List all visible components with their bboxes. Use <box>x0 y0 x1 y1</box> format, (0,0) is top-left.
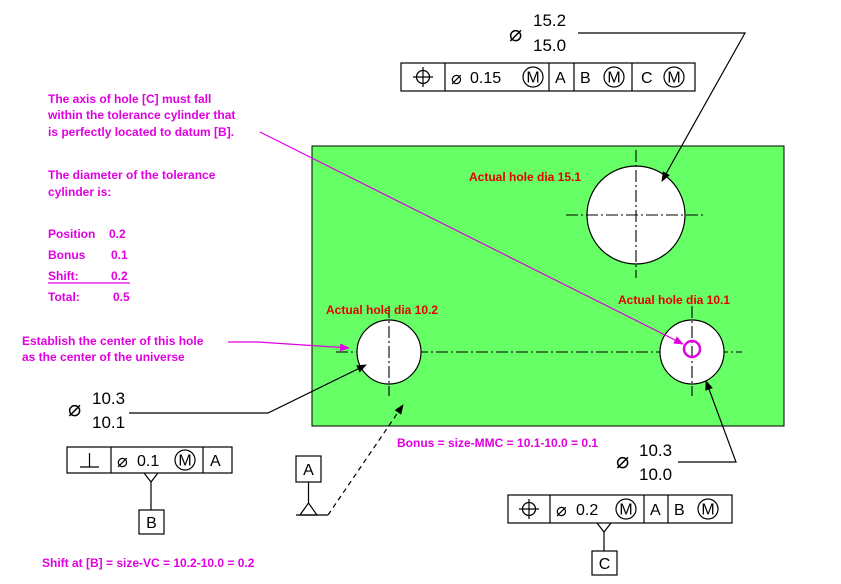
right-dim-lower: 10.0 <box>639 465 672 484</box>
datum-b-label: B <box>146 515 157 532</box>
datum-a-feature: A <box>295 404 404 516</box>
mmc-icon: M <box>603 66 625 88</box>
svg-text:within the tolerance cylinder: within the tolerance cylinder that <box>47 108 235 122</box>
svg-text:M: M <box>526 70 539 87</box>
svg-text:0.1: 0.1 <box>111 248 128 262</box>
mmc-icon: M <box>663 66 685 88</box>
fcf-top-datum-a: A <box>555 70 566 87</box>
fcf-right-tolerance: 0.2 <box>576 502 598 519</box>
fcf-top-tolerance: 0.15 <box>470 70 501 87</box>
axis-note: The axis of hole [C] must fall within th… <box>47 92 235 139</box>
fcf-diameter-icon: ⌀ <box>556 500 567 521</box>
top-dim-lower: 15.0 <box>533 36 566 55</box>
svg-text:Position: Position <box>48 227 95 241</box>
mmc-icon: M <box>615 498 637 520</box>
diameter-icon: ⌀ <box>68 397 81 422</box>
tolerance-zone-marker <box>682 339 702 359</box>
left-dim-lower: 10.1 <box>92 413 125 432</box>
bonus-formula: Bonus = size-MMC = 10.1-10.0 = 0.1 <box>397 436 598 450</box>
fcf-left-tolerance: 0.1 <box>137 453 159 470</box>
svg-text:as the center of the universe: as the center of the universe <box>22 350 185 364</box>
svg-text:The diameter of the tolerance: The diameter of the tolerance <box>48 168 216 182</box>
shift-formula: Shift at [B] = size-VC = 10.2-10.0 = 0.2 <box>42 556 255 570</box>
left-dim-upper: 10.3 <box>92 389 125 408</box>
svg-text:M: M <box>607 70 620 87</box>
perpendicularity-icon <box>80 453 99 468</box>
datum-a-label: A <box>303 462 314 479</box>
svg-text:0.2: 0.2 <box>111 269 128 283</box>
hole-top <box>566 150 706 278</box>
top-leader <box>578 32 747 182</box>
actual-right-label: Actual hole dia 10.1 <box>618 293 730 307</box>
position-icon <box>413 67 433 87</box>
establish-leader <box>228 341 350 352</box>
tolerance-calc: Position 0.2 Bonus 0.1 Shift: 0.2 Total:… <box>48 227 130 304</box>
svg-text:M: M <box>178 453 191 470</box>
top-dim-upper: 15.2 <box>533 11 566 30</box>
svg-text:M: M <box>701 502 714 519</box>
hole-left <box>356 306 422 396</box>
svg-text:M: M <box>619 502 632 519</box>
svg-text:The axis of hole [C] must fall: The axis of hole [C] must fall <box>48 92 211 106</box>
fcf-right: ⌀ 0.2 M A B M <box>507 494 733 524</box>
svg-text:Bonus: Bonus <box>48 248 86 262</box>
datum-c-feature: C <box>591 522 618 576</box>
fcf-right-datum-a: A <box>650 502 661 519</box>
establish-note: Establish the center of this hole as the… <box>22 334 204 364</box>
right-dim-upper: 10.3 <box>639 441 672 460</box>
fcf-diameter-icon: ⌀ <box>117 451 128 472</box>
fcf-right-datum-b: B <box>674 502 685 519</box>
svg-text:is perfectly located to datum: is perfectly located to datum [B]. <box>48 125 234 139</box>
diameter-icon: ⌀ <box>509 22 522 47</box>
diameter-note: The diameter of the tolerance cylinder i… <box>48 168 216 199</box>
fcf-left: ⌀ 0.1 M A <box>66 446 233 474</box>
axis-note-leader <box>259 131 684 345</box>
actual-top-label: Actual hole dia 15.1 <box>469 170 581 184</box>
diameter-icon: ⌀ <box>616 449 629 474</box>
svg-text:M: M <box>667 70 680 87</box>
left-leader <box>129 364 367 414</box>
mmc-icon: M <box>522 66 544 88</box>
hole-right <box>659 306 725 396</box>
datum-c-label: C <box>599 556 611 573</box>
position-icon <box>519 499 539 519</box>
datum-b-feature: B <box>138 472 165 535</box>
fcf-top: ⌀ 0.15 M A B M C M <box>400 62 696 92</box>
mmc-icon: M <box>697 498 719 520</box>
svg-text:Establish the center of this h: Establish the center of this hole <box>22 334 204 348</box>
mmc-icon: M <box>174 449 196 471</box>
svg-text:Shift:: Shift: <box>48 269 79 283</box>
svg-text:0.2: 0.2 <box>109 227 126 241</box>
svg-text:cylinder is:: cylinder is: <box>48 185 111 199</box>
fcf-diameter-icon: ⌀ <box>451 68 462 89</box>
fcf-top-datum-c: C <box>641 70 653 87</box>
fcf-top-datum-b: B <box>580 70 591 87</box>
actual-left-label: Actual hole dia 10.2 <box>326 303 438 317</box>
fcf-left-datum-a: A <box>210 453 221 470</box>
svg-text:0.5: 0.5 <box>113 290 130 304</box>
svg-text:Total:: Total: <box>48 290 80 304</box>
right-leader <box>678 380 737 463</box>
